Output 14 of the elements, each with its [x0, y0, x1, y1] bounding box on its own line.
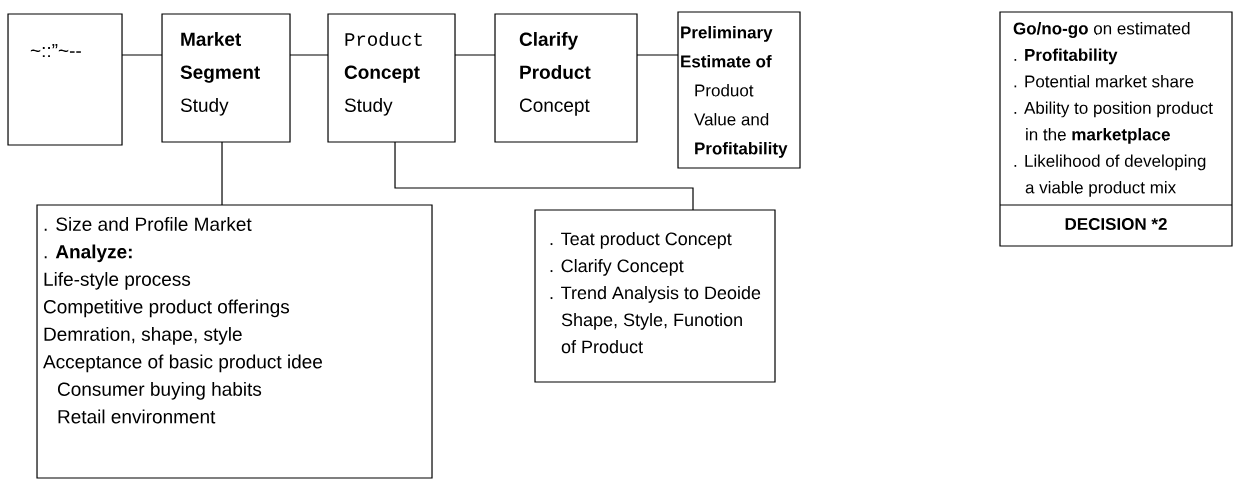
- connector-line: [121, 54, 163, 56]
- connector-line: [394, 141, 694, 211]
- connector-line: [454, 54, 496, 56]
- process-box: Product Concept Study: [327, 13, 456, 143]
- process-box: Market Segment Study: [161, 13, 291, 143]
- process-box: Clarify Product Concept: [494, 13, 638, 143]
- process-box: Go/no-go on estimated . Profitability . Potential market share . Ability to position product in the marketplace . Likelihood of developing a viable product mix DECISION *2: [999, 11, 1233, 247]
- process-box: ~::”~--: [7, 13, 123, 146]
- connector-line: [289, 54, 329, 56]
- process-box: Preliminary Estimate of Produot Value and Profitability: [677, 11, 801, 169]
- process-box: . Teat product Concept . Clarify Concept . Trend Analysis to Deoide Shape, Style, Funotion of Product: [534, 209, 776, 383]
- connector-line: [636, 54, 679, 56]
- process-box: . Size and Profile Market . Analyze: Life-style process Competitive product offerings Demration, shape, style Acceptance of basic product idee Consumer buying habits Retail environment: [36, 204, 433, 479]
- connector-line: [221, 141, 223, 206]
